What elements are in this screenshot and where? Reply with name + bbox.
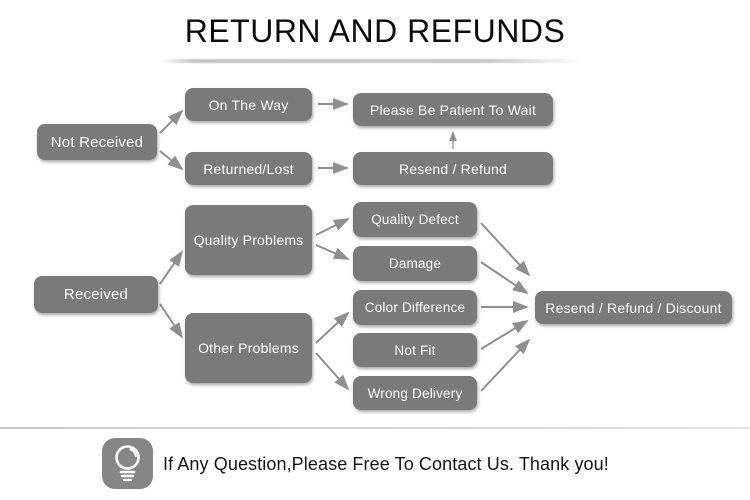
arrow-wrong-delivery-to-result — [480, 338, 531, 392]
arrow-quality-problems-to-quality-defect — [315, 218, 350, 236]
title-underline — [160, 59, 584, 63]
arrow-received-to-quality-problems — [159, 250, 184, 285]
arrow-other-problems-to-wrong-delivery — [315, 352, 350, 391]
node-on-the-way: On The Way — [185, 88, 312, 121]
node-returned-lost: Returned/Lost — [185, 152, 312, 185]
arrow-quality-defect-to-result — [480, 222, 531, 277]
arrow-other-problems-to-color-difference — [315, 311, 350, 344]
node-color-difference: Color Difference — [353, 290, 477, 325]
arrow-not-fit-to-result — [480, 319, 529, 350]
arrow-quality-problems-to-damage — [315, 244, 350, 260]
arrow-not-received-to-returned-lost — [159, 150, 184, 171]
node-damage: Damage — [353, 246, 477, 281]
arrow-not-received-to-on-the-way — [159, 109, 184, 134]
node-not-received: Not Received — [37, 124, 157, 160]
node-not-fit: Not Fit — [353, 333, 477, 367]
node-other-problems: Other Problems — [185, 313, 312, 383]
node-resend-refund: Resend / Refund — [353, 152, 553, 185]
arrow-damage-to-result — [480, 261, 529, 295]
node-resend-refund-discount: Resend / Refund / Discount — [535, 291, 732, 324]
node-received: Received — [34, 276, 158, 313]
arrow-received-to-other-problems — [159, 303, 184, 339]
footer-message: If Any Question,Please Free To Contact U… — [163, 453, 609, 474]
footer-divider — [0, 427, 750, 429]
page-title: RETURN AND REFUNDS — [184, 13, 566, 49]
node-quality-problems: Quality Problems — [185, 205, 312, 275]
node-wrong-delivery: Wrong Delivery — [353, 376, 477, 410]
lightbulb-icon — [102, 438, 153, 489]
node-please-wait: Please Be Patient To Wait — [353, 93, 553, 126]
node-quality-defect: Quality Defect — [353, 202, 477, 237]
